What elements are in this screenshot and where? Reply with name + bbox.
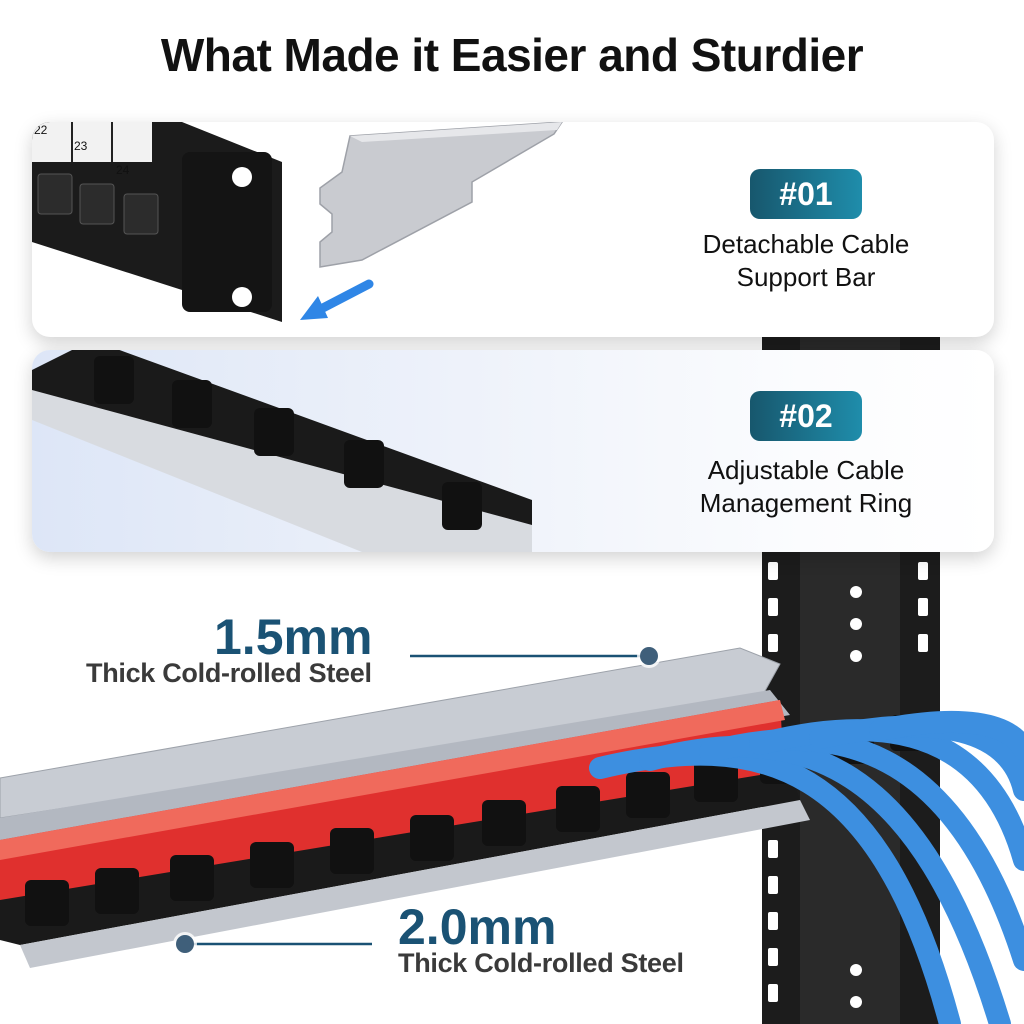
page-title: What Made it Easier and Sturdier <box>160 29 864 81</box>
feature-card-detachable-bar: 22 23 24 #01 Detachable Cable Support Ba… <box>32 122 994 337</box>
port-number-24: 24 <box>116 163 130 177</box>
feature-badge-01: #01 <box>750 169 862 219</box>
management-ring-image <box>32 350 532 552</box>
thickness-value-bottom: 2.0mm <box>398 899 557 955</box>
thickness-label-bottom: Thick Cold-rolled Steel <box>398 948 684 978</box>
port-number-23: 23 <box>74 139 88 153</box>
feature-card-management-ring: #02 Adjustable Cable Management Ring <box>32 350 994 552</box>
arrow-left-icon <box>300 279 374 320</box>
thickness-value-top: 1.5mm <box>214 609 373 665</box>
feature-title-line1: Detachable Cable <box>702 229 910 259</box>
feature-title-line2: Support Bar <box>736 262 876 292</box>
feature-badge-02: #02 <box>750 391 862 441</box>
port-number-22: 22 <box>34 123 48 137</box>
feature-title-line1: Adjustable Cable <box>707 455 905 485</box>
support-bar-image <box>319 122 563 268</box>
feature-title-line2: Management Ring <box>699 488 913 518</box>
patch-panel-closeup-image: 22 23 24 <box>32 122 282 322</box>
thickness-label-top: Thick Cold-rolled Steel <box>86 658 372 688</box>
